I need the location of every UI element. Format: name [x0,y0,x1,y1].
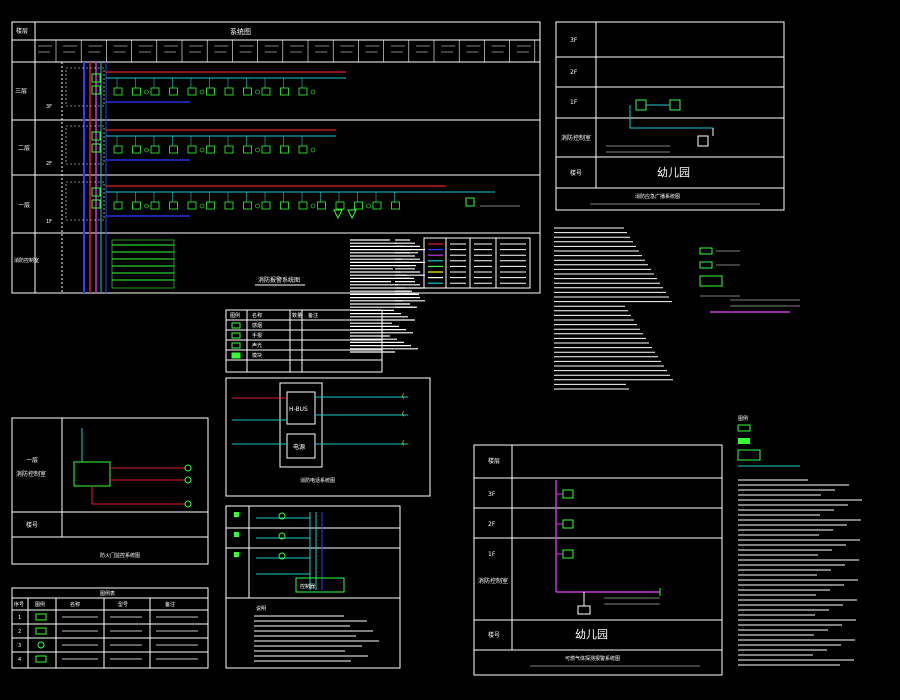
main-header-title: 系统图 [230,27,251,36]
main-legend-table [423,237,531,289]
center-controller: 控制器 [300,583,315,590]
rb-row-bldg: 楼号 [488,631,500,639]
bl-h4: 备注 [165,601,175,608]
center-phone-system: H-BUS 电源 ( ( ( 消防电话系统图 [225,377,431,497]
svg-text:(: ( [402,411,404,418]
rt-row-bldg: 楼号 [570,169,582,177]
rt-building-name: 幼儿园 [657,166,690,179]
floor-label-3: 三层 [15,88,27,95]
bl-r0: 1 [18,615,21,621]
rb-row-control: 消防控制室 [478,577,508,585]
bl-h0: 序号 [14,601,24,608]
center-notes-title: 说明 [256,605,266,612]
bl-h2: 名称 [70,601,80,608]
right-top-system: 3F 2F 1F 消防控制室 楼号 幼儿园 消防应急广播系统图 [555,21,785,211]
left-door-system: 一层 消防控制室 楼号 防火门监控系统图 [11,417,209,565]
ct-h1: 名称 [252,312,262,319]
center-bottom-system: 控制器 说明 [225,505,401,669]
rb-row-2f: 2F [488,521,496,528]
floor-sub-3: 3F [46,104,52,110]
bl-r2: 3 [18,643,21,649]
center-block1: H-BUS [289,406,308,413]
floor-sub-1: 1F [46,219,52,225]
left-caption: 防火门监控系统图 [100,552,140,559]
right-bottom-system: 楼层 3F 2F 1F 消防控制室 楼号 幼儿园 可燃气体探测报警系统图 [473,444,723,676]
ct-r1: 手报 [252,332,262,339]
right-notes-block [554,227,673,390]
bl-h1: 图例 [35,601,45,608]
left-row1: 一层 [26,457,38,464]
bl-r3: 4 [18,657,21,663]
left-row1b: 消防控制室 [16,470,46,478]
bl-h3: 型号 [118,601,128,608]
bl-title: 图例表 [100,590,115,597]
main-notes-block [350,239,425,353]
right-mini-legend [699,247,800,313]
rb-building-name: 幼儿园 [575,628,608,641]
ct-h0: 图例 [230,312,240,319]
floor-sub-2: 2F [46,161,52,167]
ct-r3: 模块 [252,352,262,359]
rt-row-1f: 1F [570,99,578,106]
main-system-diagram: 楼层 系统图 三层 二层 一层 消防控制室 3F 2F 1F 消防报警系统图 [11,21,541,353]
rt-caption: 消防应急广播系统图 [635,193,680,200]
floor-label-1: 一层 [18,202,30,209]
main-caption: 消防报警系统图 [258,276,300,284]
rt-row-control: 消防控制室 [561,134,591,142]
control-room-bars [111,239,175,289]
bottom-left-table: 图例表 序号 图例 名称 型号 备注 1 2 3 4 [11,587,209,669]
rb-row-3f: 3F [488,491,496,498]
ct-h3: 备注 [308,312,318,319]
center-block2: 电源 [293,443,305,451]
ct-r0: 感烟 [252,322,262,329]
center-box-caption: 消防电话系统图 [300,477,335,484]
rt-row-2f: 2F [570,69,578,76]
header-columns [38,40,536,62]
ct-h2: 数量 [292,312,302,319]
rt-row-3f: 3F [570,37,578,44]
floor-label-2: 二层 [18,145,30,152]
ct-r2: 声光 [252,342,262,349]
right-legend-notes: 图例 [737,415,862,666]
floor-label-control: 消防控制室 [14,257,39,264]
rb-row-hdr: 楼层 [488,457,500,465]
rb-row-1f: 1F [488,551,496,558]
bl-r1: 2 [18,629,21,635]
floor-branches [65,67,520,221]
rb-caption: 可燃气体探测报警系统图 [565,655,620,662]
center-legend-table: 图例 名称 数量 备注 感烟 手报 声光 模块 [225,309,383,373]
svg-text:(: ( [402,440,404,447]
rl-title: 图例 [738,415,748,422]
svg-text:(: ( [402,393,404,400]
main-header-corner: 楼层 [16,27,28,35]
left-row2: 楼号 [26,521,38,529]
